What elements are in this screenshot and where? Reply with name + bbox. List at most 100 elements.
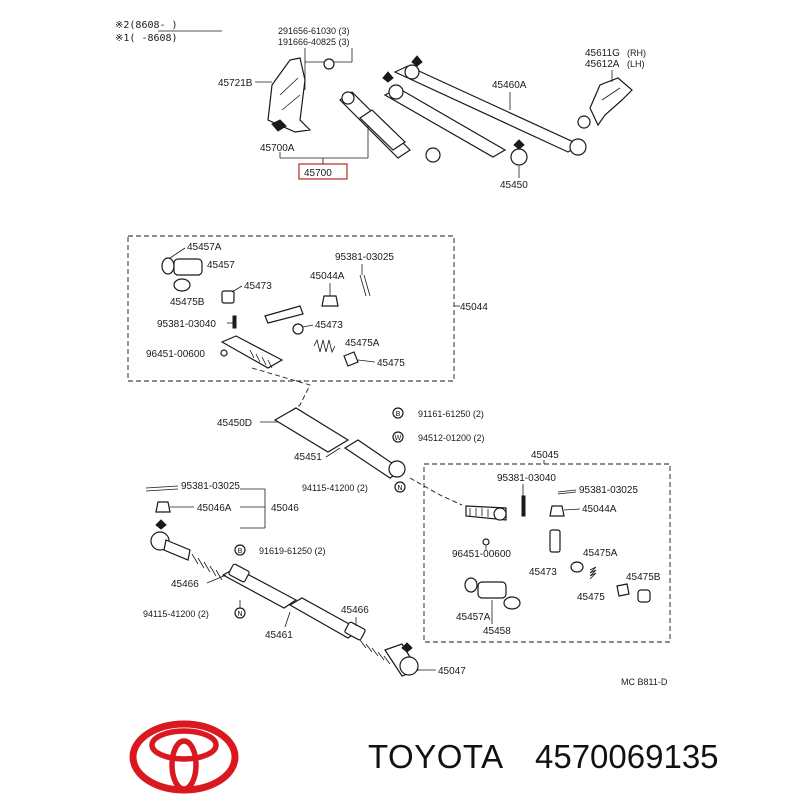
relay-rod-45451-shape [273,407,406,479]
plug-b-shape [549,529,561,553]
label-45450d: 45450D [217,418,252,429]
center-rod-45460a-shape [382,55,587,158]
label-95381-03025-b: 95381-03025 [579,485,638,496]
label-91161: 91161-61250 (2) [418,409,484,419]
tie-rod-end-45450-shape [425,139,528,166]
header-note-2: ※1( -8608) [115,33,178,44]
label-45475-b: 45475 [577,592,605,603]
svg-text:B: B [238,547,243,555]
label-45611g-side: (RH) [627,48,646,58]
label-45475a-b: 45475A [583,548,618,559]
label-45466-a: 45466 [171,579,199,590]
grease-fitting-shape [220,349,228,357]
svg-text:B: B [396,410,401,418]
symbol-n-1 [394,481,406,493]
label-96451-b: 96451-00600 [452,549,511,560]
label-45450: 45450 [500,180,528,191]
cotter-pin-c-shape [145,485,179,492]
label-94512: 94512-01200 (2) [418,433,485,443]
label-95381-03025-c: 95381-03025 [181,481,240,492]
label-45458: 45458 [483,626,511,637]
boot-b-shape [464,577,521,610]
cotter-pin-shape [359,274,371,297]
brand-part-number: 4570069135 [535,738,719,775]
label-45475b-a: 45475B [170,297,205,308]
plug-45473-shape [264,305,304,335]
cotter-pin-b-shape [557,489,577,495]
label-45046a: 45046A [197,503,232,514]
label-45475-a: 45475 [377,358,405,369]
label-45044a-b: 45044A [582,504,617,515]
seat-45475b-shape [221,290,235,304]
label-91619: 91619-61250 (2) [259,546,326,556]
bolt-ref-1: 291656-61030 (3) [278,26,350,36]
nut-b-shape [549,505,565,517]
label-45475b-b: 45475B [626,572,661,583]
pin-b-shape [521,495,526,517]
tie-rod-end-c-shape [150,519,223,581]
label-45044a-a: 45044A [310,271,345,282]
symbol-b-2 [234,544,246,556]
label-45612a: 45612A [585,59,620,70]
leader-dash-2 [409,477,463,506]
label-96451-a: 96451-00600 [146,349,205,360]
label-45700a: 45700A [260,143,295,154]
seat-45475-b-shape [616,583,630,597]
kit-box-45044 [127,235,455,382]
label-45473-b: 45473 [529,567,557,578]
label-45044: 45044 [460,302,488,313]
label-45457a-b: 45457A [456,612,491,623]
spring-b-shape [589,566,597,580]
label-45475a-a: 45475A [345,338,380,349]
svg-text:N: N [397,484,402,492]
grease-fitting-b-shape [482,538,490,546]
plug-45473-b-shape [570,561,584,573]
symbol-w [392,431,404,443]
label-45721b: 45721B [218,78,253,89]
boot-45457-shape [161,257,203,292]
label-45700: 45700 [304,168,332,179]
label-45461: 45461 [265,630,293,641]
kit-box-45045 [423,463,671,643]
symbol-b-1 [392,407,404,419]
label-45466-b: 45466 [341,605,369,616]
diagram-code: MC B811-D [621,677,668,687]
damper-45700a-shape [339,91,411,159]
svg-text:N: N [237,610,242,618]
label-45612a-side: (LH) [627,59,645,69]
label-45473-a1: 45473 [244,281,272,292]
brand-name: TOYOTA [368,738,504,775]
bolt-ref-2: 191666-40825 (3) [278,37,350,47]
label-94115-b: 94115-41200 (2) [143,609,209,619]
spring-45475a-shape [313,338,336,354]
label-45611g: 45611G [585,48,620,59]
label-95381-03040-b: 95381-03040 [497,473,556,484]
label-45457a-a: 45457A [187,242,222,253]
pin-shape [232,315,237,329]
tie-rod-45461-shape [221,563,419,677]
rod-end-b-shape [465,505,507,521]
seat-b-shape [637,589,651,603]
label-45451: 45451 [294,452,322,463]
rod-end-socket-shape [220,335,284,369]
seat-45475-shape [343,351,359,367]
bracket-45721b-shape [267,57,312,133]
leader-dash-1 [251,367,311,416]
label-45460a: 45460A [492,80,527,91]
label-45046: 45046 [271,503,299,514]
bolt-circle-icon [323,58,335,70]
nut-c-shape [155,501,171,513]
label-45473-a2: 45473 [315,320,343,331]
idler-arm-shape [577,77,633,129]
header-note-1: ※2(8608- ) [115,20,178,31]
label-95381-03040-a: 95381-03040 [157,319,216,330]
label-45047: 45047 [438,666,466,677]
toyota-logo-icon [129,720,239,794]
label-45045: 45045 [531,450,559,461]
label-94115-a: 94115-41200 (2) [302,483,368,493]
label-45457-a: 45457 [207,260,235,271]
label-95381-03025-a: 95381-03025 [335,252,394,263]
svg-text:W: W [395,434,402,442]
nut-45044a-shape [321,295,339,307]
